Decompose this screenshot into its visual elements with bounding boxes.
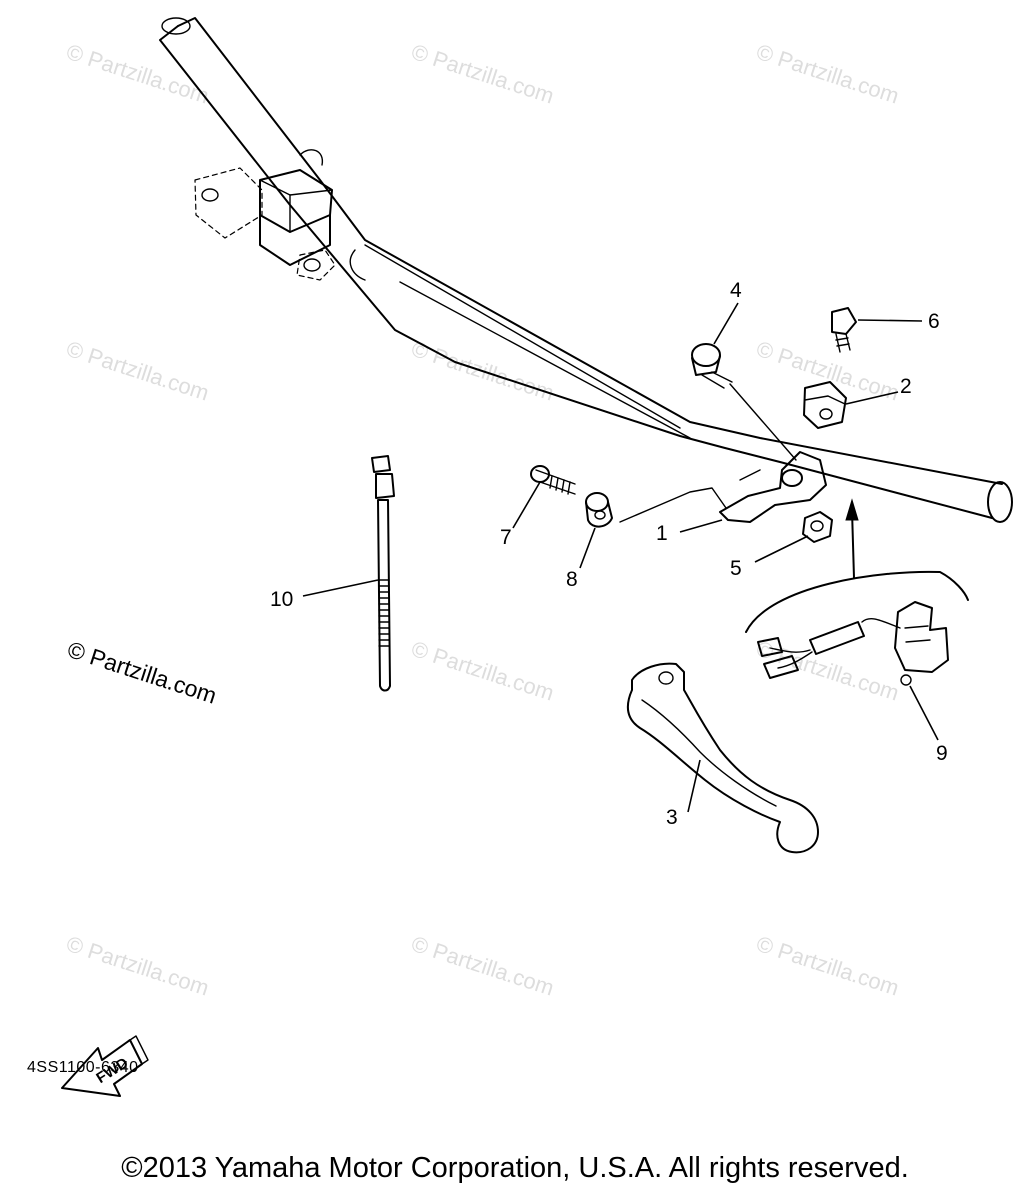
bar-clamp-assembly bbox=[194, 149, 336, 281]
callout-2: 2 bbox=[900, 375, 912, 398]
handlebar bbox=[159, 17, 1013, 523]
callout-4: 4 bbox=[730, 279, 742, 302]
part-nut-5 bbox=[802, 511, 833, 543]
watermark: © Partzilla.com bbox=[63, 39, 212, 109]
watermark-dark: © Partzilla.com bbox=[64, 636, 219, 709]
part-lever-holder bbox=[619, 451, 827, 523]
part-bolt-4 bbox=[691, 343, 797, 461]
part-clamp bbox=[803, 381, 847, 429]
callout-9: 9 bbox=[936, 742, 948, 765]
callout-7: 7 bbox=[500, 526, 512, 549]
callout-3: 3 bbox=[666, 806, 678, 829]
part-switch bbox=[745, 498, 969, 686]
watermark-group: © Partzilla.com © Partzilla.com © Partzi… bbox=[63, 39, 902, 1001]
watermark: © Partzilla.com bbox=[753, 39, 902, 109]
part-screw-7 bbox=[530, 465, 576, 495]
watermark: © Partzilla.com bbox=[408, 39, 557, 109]
part-lever bbox=[626, 662, 819, 854]
callout-6: 6 bbox=[928, 310, 940, 333]
part-bolt-6 bbox=[831, 307, 857, 353]
part-cable-tie bbox=[371, 455, 395, 692]
callout-1: 1 bbox=[656, 522, 668, 545]
part-collar-8 bbox=[585, 492, 613, 528]
callout-labels: 1 2 3 4 5 6 7 8 9 10 bbox=[270, 279, 948, 829]
callout-5: 5 bbox=[730, 557, 742, 580]
leader-lines bbox=[302, 302, 939, 813]
watermark: © Partzilla.com bbox=[63, 336, 212, 406]
callout-10: 10 bbox=[270, 588, 293, 611]
copyright-notice: ©2013 Yamaha Motor Corporation, U.S.A. A… bbox=[121, 1152, 909, 1184]
diagram-code: 4SS1100-6340 bbox=[27, 1059, 139, 1076]
watermark: © Partzilla.com bbox=[753, 636, 902, 706]
watermark: © Partzilla.com bbox=[408, 931, 557, 1001]
watermark: © Partzilla.com bbox=[408, 636, 557, 706]
callout-8: 8 bbox=[566, 568, 578, 591]
watermark: © Partzilla.com bbox=[753, 931, 902, 1001]
watermark: © Partzilla.com bbox=[753, 336, 902, 406]
watermark: © Partzilla.com bbox=[63, 931, 212, 1001]
